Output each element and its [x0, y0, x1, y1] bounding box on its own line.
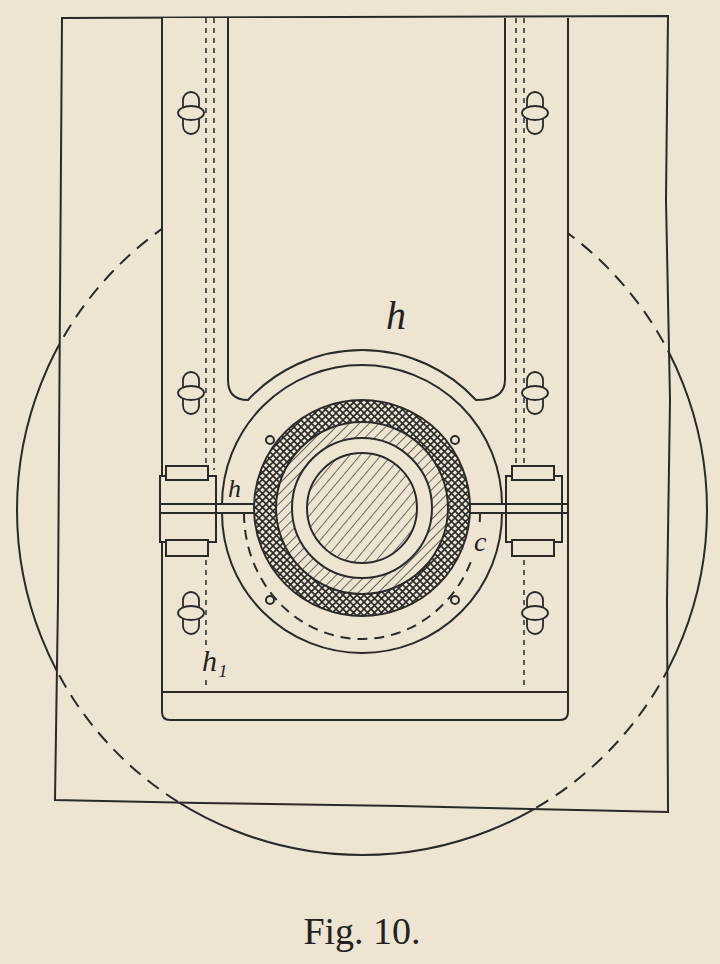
bearing-bush: [276, 422, 448, 594]
shaft: [307, 453, 417, 563]
part-letter: h: [226, 476, 243, 502]
slot: [228, 18, 505, 400]
bearing-packing: [254, 400, 470, 616]
part-letter: h₁: [200, 646, 229, 676]
hidden-edges: [206, 18, 524, 690]
fork-frame: [162, 18, 568, 720]
screw: [266, 436, 459, 604]
bolt: [178, 92, 548, 634]
part-letter: h: [384, 296, 408, 336]
bush-bore: [292, 438, 432, 578]
part-letter: c: [472, 528, 488, 556]
figure-caption: Fig. 10.: [303, 912, 420, 950]
base-line: [162, 691, 568, 693]
plate: [55, 16, 670, 812]
